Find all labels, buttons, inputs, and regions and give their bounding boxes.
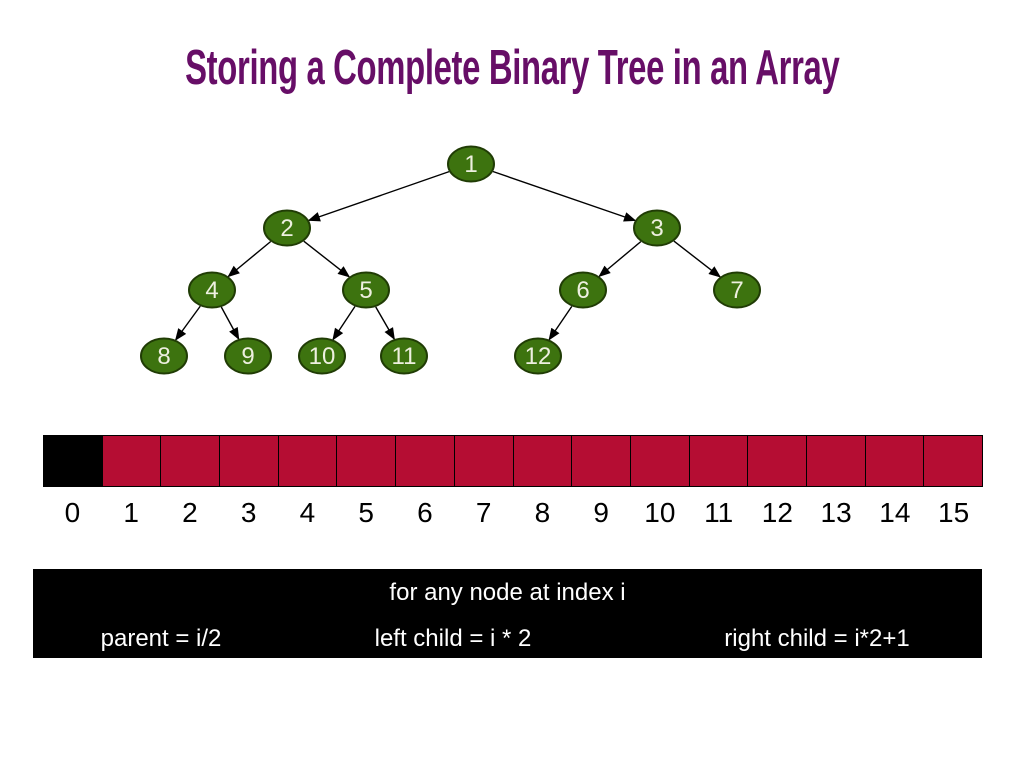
- array-index-label-11: 11: [704, 497, 734, 528]
- tree-node-label-2: 2: [280, 215, 293, 242]
- tree-node-ellipse-9: [224, 337, 272, 375]
- tree-node-ellipse-2: [263, 209, 311, 247]
- tree-node-label-7: 7: [730, 277, 743, 304]
- array-cell-5: [336, 435, 397, 487]
- tree-edge-2-5: [303, 240, 351, 278]
- tree-node-2: 2: [263, 209, 311, 247]
- array-index-label-15: 15: [938, 497, 970, 528]
- formula-heading: for any node at index i: [389, 579, 626, 606]
- array-cell-2: [160, 435, 221, 487]
- array-index-label-8: 8: [534, 497, 551, 528]
- array-index-label-0: 0: [64, 497, 81, 528]
- array-index-label-5: 5: [358, 497, 374, 528]
- array-cell-15: [923, 435, 983, 487]
- tree-node-ellipse-12: [514, 337, 562, 375]
- tree-node-label-4: 4: [205, 277, 218, 304]
- array-cell-3: [219, 435, 279, 487]
- tree-node-ellipse-4: [188, 271, 236, 309]
- tree-node-ellipse-10: [298, 337, 346, 375]
- array-cell-11: [688, 435, 749, 487]
- tree-node-label-11: 11: [392, 343, 417, 370]
- tree-node-11: 11: [380, 337, 428, 375]
- array-index-label-1: 1: [123, 497, 139, 528]
- array-cell-8: [512, 435, 573, 487]
- tree-node-ellipse-3: [633, 209, 681, 247]
- tree-node-ellipse-1: [447, 145, 495, 183]
- array-index-label-13: 13: [820, 497, 852, 528]
- tree-node-4: 4: [188, 271, 236, 309]
- tree-node-label-6: 6: [576, 277, 589, 304]
- tree-node-9: 9: [224, 337, 272, 375]
- tree-node-8: 8: [140, 337, 188, 375]
- array-cell-10: [629, 435, 690, 487]
- tree-edge-4-9: [220, 306, 240, 341]
- page-title: Storing a Complete Binary Tree in an Arr…: [0, 41, 1024, 96]
- array-cell-6: [395, 435, 455, 487]
- tree-node-10: 10: [298, 337, 346, 375]
- tree-edge-4-8: [174, 305, 201, 341]
- tree-node-ellipse-8: [140, 337, 188, 375]
- tree-node-ellipse-5: [342, 271, 390, 309]
- array-cell-1: [101, 435, 162, 487]
- tree-node-12: 12: [514, 337, 562, 375]
- array-cell-12: [747, 435, 807, 487]
- tree-node-label-8: 8: [157, 343, 170, 370]
- tree-edge-2-4: [227, 240, 272, 278]
- tree-node-ellipse-7: [713, 271, 761, 309]
- tree-node-label-3: 3: [650, 215, 663, 242]
- tree-node-5: 5: [342, 271, 390, 309]
- array-cell-13: [805, 435, 866, 487]
- array-index-label-14: 14: [879, 497, 911, 528]
- array-index-label-9: 9: [593, 497, 609, 528]
- array-cell-4: [277, 435, 338, 487]
- tree-node-6: 6: [559, 271, 607, 309]
- page-title-text: Storing a Complete Binary Tree in an Arr…: [184, 41, 840, 95]
- array-cell-14: [864, 435, 925, 487]
- array-index-label-4: 4: [299, 497, 316, 528]
- array-index-label-3: 3: [240, 497, 257, 528]
- tree-edge-6-12: [548, 306, 573, 341]
- tree-node-ellipse-6: [559, 271, 607, 309]
- array-cells-row: [43, 435, 983, 487]
- formula-right-child: right child = i*2+1: [724, 625, 910, 652]
- tree-edge-3-6: [598, 241, 642, 278]
- array-index-label-6: 6: [417, 497, 433, 528]
- array-cell-9: [571, 435, 631, 487]
- tree-node-label-9: 9: [241, 343, 254, 370]
- tree-node-3: 3: [633, 209, 681, 247]
- tree-node-label-12: 12: [525, 343, 552, 370]
- tree-node-label-10: 10: [309, 343, 336, 370]
- array-index-label-10: 10: [644, 497, 676, 528]
- formula-box: for any node at index i parent = i/2 lef…: [33, 569, 982, 658]
- tree-node-1: 1: [447, 145, 495, 183]
- array-cell-0: [43, 435, 103, 487]
- tree-edge-5-11: [375, 306, 395, 341]
- tree-node-label-1: 1: [464, 151, 477, 178]
- tree-node-ellipse-11: [380, 337, 428, 375]
- array-index-label-2: 2: [182, 497, 198, 528]
- tree-node-label-5: 5: [359, 277, 372, 304]
- array-cell-7: [453, 435, 514, 487]
- tree-edge-1-3: [492, 170, 637, 222]
- formula-parent: parent = i/2: [100, 625, 222, 652]
- tree-node-7: 7: [713, 271, 761, 309]
- formula-left-child: left child = i * 2: [374, 625, 532, 652]
- tree-edge-3-7: [673, 240, 722, 278]
- tree-edge-1-2: [307, 170, 450, 222]
- array-index-label-12: 12: [761, 497, 793, 528]
- array-index-label-7: 7: [475, 497, 492, 528]
- tree-edge-5-10: [332, 306, 356, 341]
